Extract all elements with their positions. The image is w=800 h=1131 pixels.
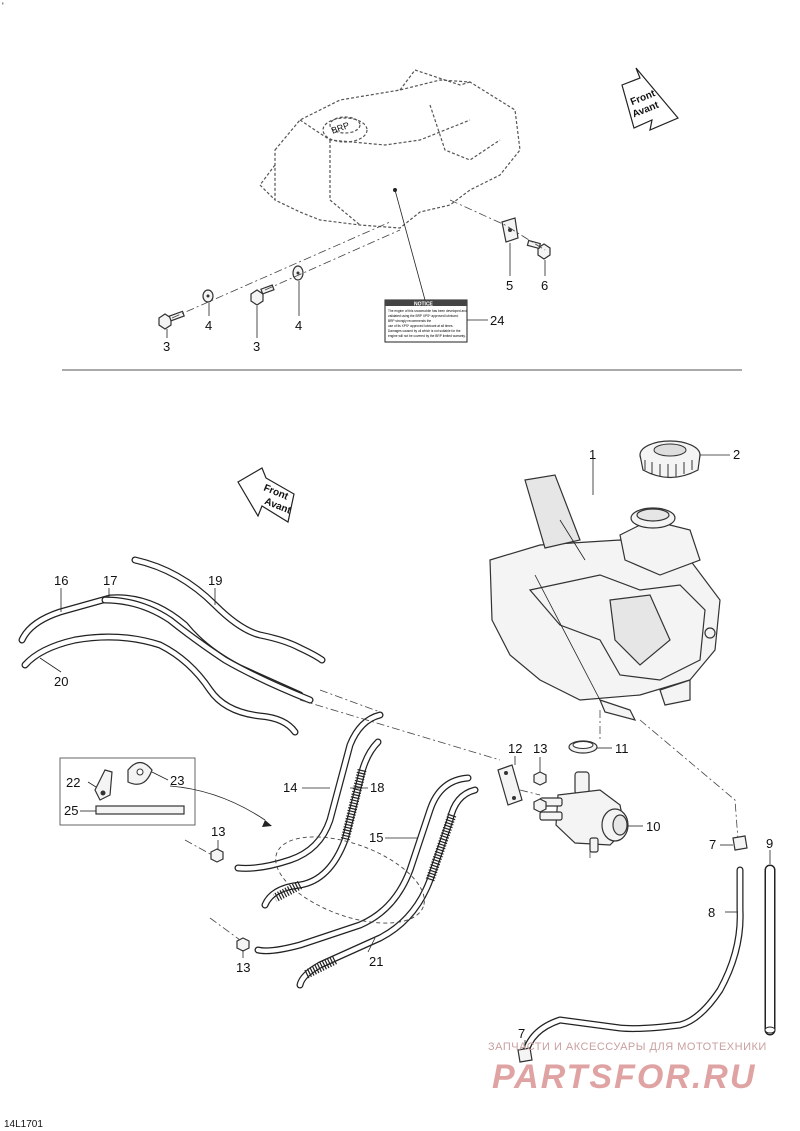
washer-4-left xyxy=(202,289,214,303)
front-arrow-bottom: Front Avant xyxy=(237,467,295,523)
watermark-tagline: ЗАПЧАСТИ И АКСЕССУАРЫ ДЛЯ МОТОТЕХНИКИ xyxy=(488,1041,767,1053)
callout-13c: 13 xyxy=(236,960,250,975)
notice-label-24: NOTICE The engine of this snowmobile has… xyxy=(384,299,468,343)
hose-14 xyxy=(234,711,384,872)
notice-line1: The engine of this snowmobile has been d… xyxy=(388,309,467,313)
washer-4-right xyxy=(292,265,304,281)
callout-5: 5 xyxy=(506,278,513,293)
callout-6: 6 xyxy=(541,278,548,293)
notice-line3: BRP strongly recommends the xyxy=(388,319,431,323)
callout-3a: 3 xyxy=(163,339,170,354)
notice-title: NOTICE xyxy=(414,302,434,308)
callout-18: 18 xyxy=(370,780,384,795)
callout-11: 11 xyxy=(615,741,629,756)
callout-10: 10 xyxy=(646,819,660,834)
watermark-logo: PARTSFOR.RU xyxy=(492,1058,756,1096)
oil-tank-1 xyxy=(489,474,721,721)
bolt-3-left xyxy=(158,310,185,330)
hose-15 xyxy=(254,774,472,955)
nut-13-lower-pump xyxy=(533,798,547,813)
filler-cap-2 xyxy=(639,440,701,479)
callout-2: 2 xyxy=(733,447,740,462)
notice-line6: engine will not be covered by the BRP li… xyxy=(388,334,466,338)
notice-line2: validated using the BRP XPS* approved lu… xyxy=(388,314,459,318)
callout-3b: 3 xyxy=(253,339,260,354)
callout-14: 14 xyxy=(283,780,297,795)
callout-7b: 7 xyxy=(518,1026,525,1041)
callout-21: 21 xyxy=(369,954,383,969)
callout-17: 17 xyxy=(103,573,117,588)
bolt-3-right xyxy=(250,284,275,306)
front-arrow-top: Front Avant xyxy=(621,67,679,132)
callout-24: 24 xyxy=(490,313,504,328)
callout-7a: 7 xyxy=(709,837,716,852)
callout-4b: 4 xyxy=(295,318,302,333)
hose-18 xyxy=(261,738,382,909)
callout-19: 19 xyxy=(208,573,222,588)
hose-20 xyxy=(21,633,299,736)
hose-8 xyxy=(521,866,744,1059)
nut-13-bottom xyxy=(236,937,250,952)
notice-line5: Damages caused by oil which is not suita… xyxy=(388,329,461,333)
callout-16: 16 xyxy=(54,573,68,588)
hose-19 xyxy=(131,556,326,664)
callout-23: 23 xyxy=(170,773,184,788)
notice-line4: use of its XPS* approved lubricant at al… xyxy=(388,324,453,328)
clamp-7-lower xyxy=(517,1047,533,1063)
hose-17 xyxy=(101,596,314,704)
nut-13-left xyxy=(210,848,224,863)
diagram-code: 14L1701 xyxy=(4,1119,43,1130)
callout-9: 9 xyxy=(766,836,773,851)
callout-20: 20 xyxy=(54,674,68,689)
callout-13b: 13 xyxy=(211,824,225,839)
callout-8: 8 xyxy=(708,905,715,920)
callout-4a: 4 xyxy=(205,318,212,333)
upper-tank-ghost xyxy=(259,69,521,229)
nut-13-pump xyxy=(533,771,547,786)
hardware-kit-box xyxy=(59,757,196,826)
callout-22: 22 xyxy=(66,775,80,790)
clip-5 xyxy=(501,217,519,243)
callout-12: 12 xyxy=(508,741,522,756)
tube-9 xyxy=(764,864,776,1036)
callout-25: 25 xyxy=(64,803,78,818)
hose-21 xyxy=(296,786,479,989)
bolt-6 xyxy=(526,239,551,260)
corner-mark: ' xyxy=(2,1,4,11)
callout-1: 1 xyxy=(589,447,596,462)
clamp-11 xyxy=(568,740,598,754)
callout-13a: 13 xyxy=(533,741,547,756)
pump-bracket-12 xyxy=(497,764,523,806)
callout-15: 15 xyxy=(369,830,383,845)
clamp-7-upper xyxy=(732,835,748,851)
oil-pump-10 xyxy=(539,771,629,853)
